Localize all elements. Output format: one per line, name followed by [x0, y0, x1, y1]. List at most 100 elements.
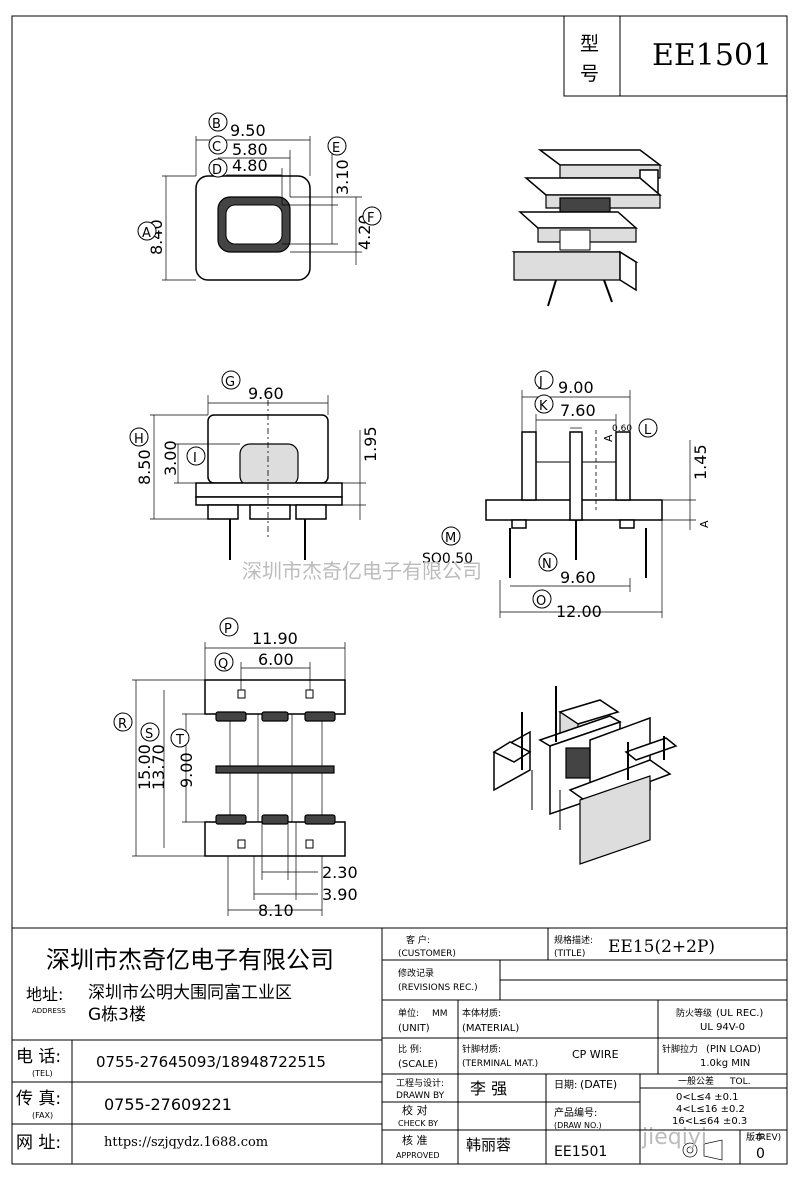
dim-9-60-front: 9.60	[248, 384, 284, 403]
date-en: (DATE)	[580, 1078, 617, 1091]
pin-load-cn: 针脚拉力	[662, 1043, 698, 1055]
dim-8-10: 8.10	[258, 901, 294, 920]
address-line-2: G栋3楼	[88, 1005, 146, 1025]
model-label-1: 型	[580, 33, 599, 55]
fire-cn: 防火等级	[676, 1007, 712, 1019]
unit-en: (UNIT)	[398, 1023, 430, 1034]
callout-Q: Q	[218, 657, 228, 672]
fax-label-en: (FAX)	[32, 1111, 53, 1120]
company-name: 深圳市杰奇亿电子有限公司	[46, 946, 334, 974]
callout-P: P	[224, 622, 232, 637]
dim-6-00: 6.00	[258, 650, 294, 669]
callout-N: N	[542, 557, 552, 572]
address-label: 地址:	[26, 985, 63, 1004]
terminal-value: CP WIRE	[572, 1048, 619, 1061]
revisions-en: (REVISIONS REC.)	[398, 983, 478, 993]
callout-H: H	[134, 432, 144, 447]
dim-8-50: 8.50	[135, 449, 154, 485]
address-label-en: ADDRESS	[32, 1007, 66, 1015]
tel-value: 0755-27645093/18948722515	[96, 1053, 326, 1071]
dim-12-00: 12.00	[556, 602, 602, 621]
dim-5-80: 5.80	[232, 140, 268, 159]
tel-label-en: (TEL)	[32, 1069, 53, 1078]
dim-11-90: 11.90	[252, 629, 298, 648]
prodno-cn: 产品编号:	[554, 1106, 597, 1119]
watermark-text: 深圳市杰奇亿电子有限公司	[242, 559, 482, 583]
title-value: EE15(2+2P)	[608, 937, 715, 957]
revisions-cn: 修改记录	[398, 967, 434, 979]
date-cn: 日期:	[554, 1079, 577, 1091]
approved-en: APPROVED	[396, 1151, 440, 1160]
callout-C: C	[212, 140, 221, 155]
tol-3: 16<L≤64 ±0.3	[672, 1116, 747, 1127]
customer-en: (CUSTOMER)	[398, 949, 456, 959]
web-value: https://szjqydz.1688.com	[104, 1135, 268, 1150]
tol-en: TOL.	[729, 1077, 750, 1087]
callout-T: T	[175, 733, 184, 748]
dim-1-45: 1.45	[691, 444, 710, 480]
approved-value: 韩丽蓉	[466, 1136, 511, 1154]
title-cn: 规格描述:	[554, 934, 593, 946]
callout-M: M	[445, 531, 456, 546]
title-block: 深圳市杰奇亿电子有限公司 地址: ADDRESS 深圳市公明大围同富工业区 G栋…	[11, 927, 788, 1165]
customer-cn: 客 户:	[406, 934, 430, 946]
callout-O: O	[536, 594, 546, 609]
bottom-view: 11.90 6.00 15.00 13.70 9.00 2.30 3.90 8.…	[113, 617, 358, 920]
callout-A: A	[142, 226, 151, 241]
address-line-1: 深圳市公明大围同富工业区	[88, 983, 292, 1003]
iso-view-1	[511, 149, 663, 307]
section-A: A	[602, 434, 615, 442]
unit-cn: 单位:	[398, 1007, 419, 1019]
top-view: 9.50 5.80 4.80 8.40 3.10 4.20 B C D A E …	[137, 112, 382, 281]
callout-B: B	[212, 117, 221, 132]
approved-cn: 核 准	[402, 1133, 428, 1147]
scale-en: (SCALE)	[398, 1059, 438, 1070]
dim-9-00-side: 9.00	[558, 378, 594, 397]
tol-cn: 一般公差	[678, 1075, 714, 1087]
dim-9-60-side: 9.60	[560, 568, 596, 587]
dim-15-00: 15.00	[135, 744, 154, 790]
dim-9-50: 9.50	[230, 121, 266, 140]
unit-value: MM	[432, 1009, 448, 1019]
fire-value: UL 94V-0	[700, 1022, 745, 1033]
web-label: 网 址:	[16, 1133, 61, 1153]
section-A-2: A	[698, 520, 711, 528]
tol-2: 4<L≤16 ±0.2	[676, 1104, 745, 1115]
dim-sq0-50: SQ0.50	[422, 551, 473, 567]
drawn-value: 李 强	[470, 1079, 507, 1098]
iso-view-2	[492, 686, 678, 865]
dim-1-95: 1.95	[361, 426, 380, 462]
site-watermark: jieqiyi	[641, 1125, 707, 1150]
callout-I: I	[193, 451, 197, 466]
side-view: 9.00 7.60 0.60 A A 1.45 9.60 12.00 SQ0.5…	[422, 370, 711, 621]
dim-13-70: 13.70	[149, 744, 168, 790]
dim-9-00-bottom: 9.00	[177, 752, 196, 788]
fax-label: 传 真:	[16, 1089, 61, 1109]
rev-label-en: (REV)	[756, 1133, 781, 1143]
prodno-en: (DRAW NO.)	[554, 1121, 602, 1130]
dim-4-80: 4.80	[232, 156, 268, 175]
dim-2-30: 2.30	[322, 863, 358, 882]
front-view: 9.60 8.50 3.00 1.95 G H I	[129, 370, 380, 560]
dim-3-00: 3.00	[161, 440, 180, 476]
dim-0-60: 0.60	[612, 424, 632, 434]
callout-R: R	[118, 717, 127, 732]
callout-J: J	[538, 375, 543, 390]
rev-label-cn: 版本	[746, 1131, 764, 1143]
callout-E: E	[332, 141, 340, 156]
callout-S: S	[145, 727, 153, 742]
callout-F: F	[367, 211, 374, 226]
dim-3-90: 3.90	[322, 885, 358, 904]
check-en: CHECK BY	[398, 1119, 438, 1128]
pin-load-en: (PIN LOAD)	[706, 1044, 761, 1055]
dim-7-60: 7.60	[560, 401, 596, 420]
scale-cn: 比 例:	[398, 1043, 422, 1055]
model-label-2: 号	[580, 63, 599, 85]
tol-1: 0<L≤4 ±0.1	[676, 1092, 739, 1103]
callout-D: D	[212, 163, 222, 178]
model-box: 型 号 EE1501	[563, 15, 788, 97]
material-en: (MATERIAL)	[462, 1023, 519, 1034]
pin-load-value: 1.0kg MIN	[700, 1058, 750, 1069]
projection-symbol-icon	[682, 1139, 723, 1161]
